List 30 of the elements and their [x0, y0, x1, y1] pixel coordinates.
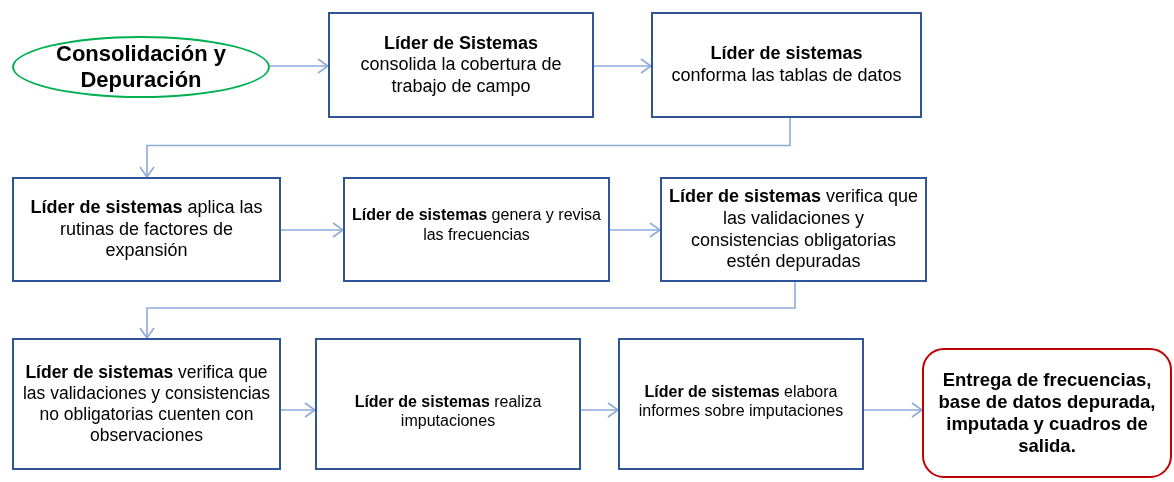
arrow [139, 117, 791, 178]
arrow [269, 58, 329, 74]
step-text: Líder de sistemas aplica las rutinas de factores de expansión [29, 197, 264, 262]
arrow [280, 222, 344, 238]
step-heading: Líder de Sistemas [383, 32, 539, 55]
step-text: Líder de sistemas verifica que las validaciones y consistencias no obligatorias cuenten con observaciones [21, 362, 272, 446]
process-box [343, 177, 610, 282]
step-heading: Líder de sistemas [710, 43, 863, 65]
arrow [609, 222, 661, 238]
process-box [328, 12, 594, 118]
start-label: Consolidación y Depuración [55, 40, 227, 94]
arrow [593, 58, 652, 74]
process-box [315, 338, 581, 470]
step-text: Líder de sistemas elabora informes sobre imputaciones [637, 382, 845, 421]
process-box [12, 177, 281, 282]
process-box [618, 338, 864, 470]
process-box [12, 338, 281, 470]
process-box [660, 177, 927, 282]
process-box [651, 12, 922, 118]
arrow [280, 402, 316, 418]
step-text: Entrega de frecuencias, base de datos depurada, imputada y cuadros de salida. [937, 368, 1157, 458]
arrow [863, 402, 923, 418]
step-text: Líder de sistemas realiza imputaciones [353, 392, 543, 431]
arrow [139, 281, 796, 339]
arrow [580, 402, 619, 418]
step-text: Líder de sistemas genera y revisa las frecuencias [351, 205, 602, 244]
output-box [922, 348, 1172, 478]
step-description: conforma las tablas de datos [671, 65, 902, 87]
step-description: consolida la cobertura de trabajo de campo [359, 54, 563, 98]
step-text: Líder de sistemas verifica que las validaciones y consistencias obligatorias estén depuradas [668, 186, 919, 273]
